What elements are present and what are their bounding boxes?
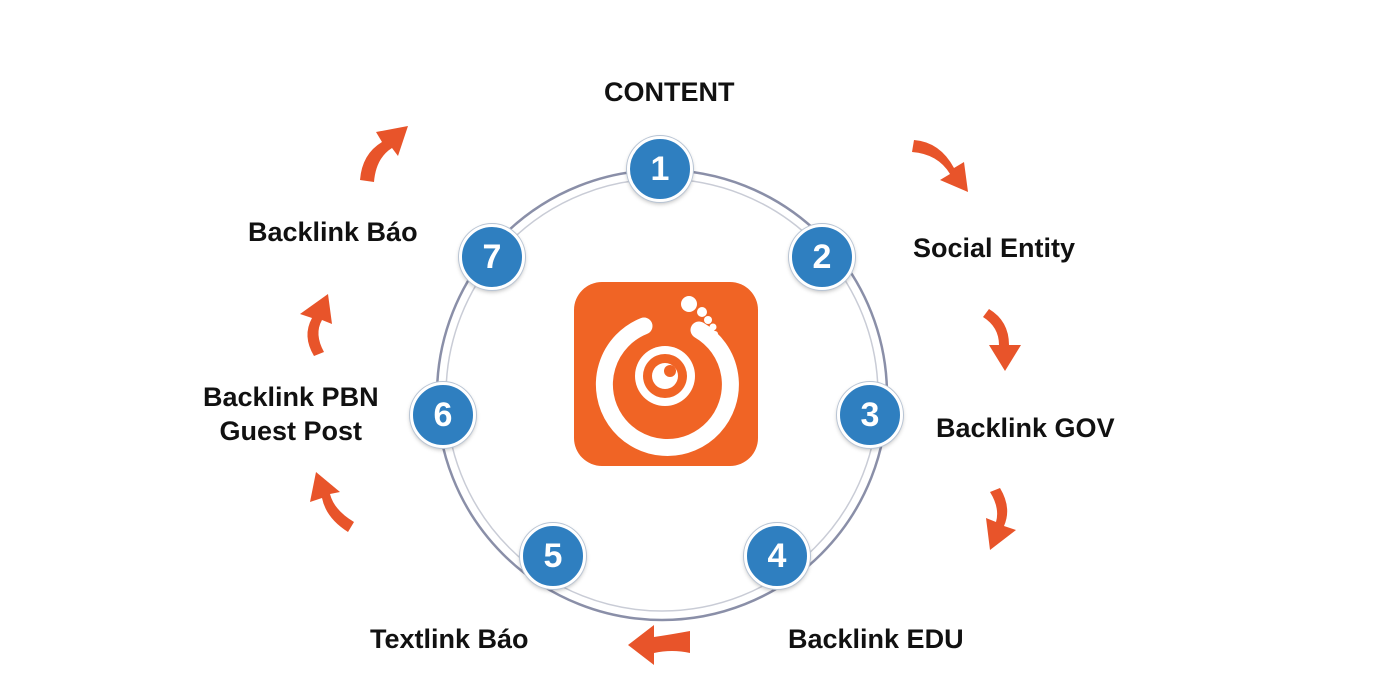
step-7-badge: 7 <box>459 224 525 290</box>
curved-arrow-icon <box>986 488 1016 550</box>
step-4-badge: 4 <box>744 523 810 589</box>
step-3-badge: 3 <box>837 382 903 448</box>
step-3-label: Backlink GOV <box>936 413 1115 443</box>
step-6-badge: 6 <box>410 382 476 448</box>
step-5-label: Textlink Báo <box>370 624 529 654</box>
curved-arrow-icon <box>360 126 408 182</box>
step-1-label: CONTENT <box>604 77 735 107</box>
curved-arrow-icon <box>300 294 332 356</box>
curved-arrow-icon <box>310 472 354 532</box>
step-6-label: Backlink PBN Guest Post <box>203 380 379 448</box>
curved-arrow-icon <box>983 309 1021 371</box>
step-6-label-line-1: Backlink PBN <box>203 382 379 412</box>
step-5-badge: 5 <box>520 523 586 589</box>
step-1-badge: 1 <box>627 136 693 202</box>
step-4-label: Backlink EDU <box>788 624 964 654</box>
step-6-label-line-2: Guest Post <box>219 416 363 446</box>
step-2-label: Social Entity <box>913 233 1076 263</box>
step-2-badge: 2 <box>789 224 855 290</box>
step-7-label: Backlink Báo <box>248 217 418 247</box>
curved-arrow-icon <box>628 625 690 665</box>
orange-logo-icon <box>595 296 739 456</box>
center-logo <box>574 282 758 466</box>
curved-arrow-icon <box>912 140 968 192</box>
